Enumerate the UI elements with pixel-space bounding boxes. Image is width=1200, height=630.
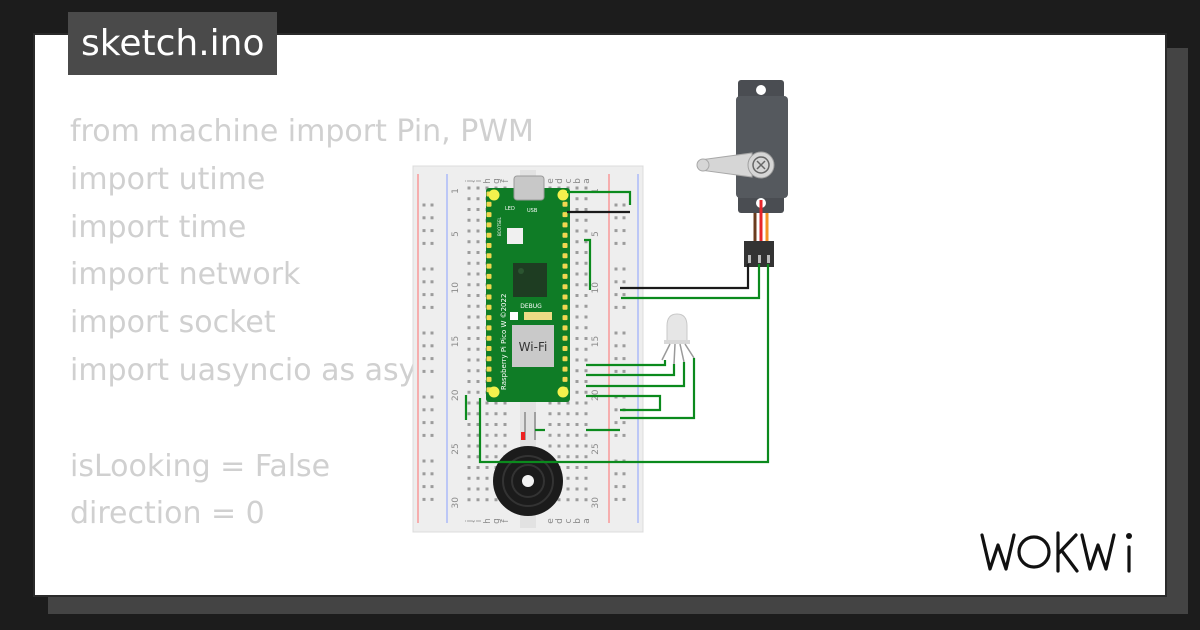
row-number-label: 5 <box>451 231 461 237</box>
code-line: import utime <box>70 161 266 197</box>
code-preview: from machine import Pin, PWM import utime… <box>70 108 534 595</box>
column-letter-label: i <box>474 520 484 523</box>
row-number-label: 20 <box>451 389 461 401</box>
wifi-module-label: Wi-Fi <box>519 340 548 354</box>
column-letter-label: d <box>555 178 565 184</box>
row-number-label: 1 <box>451 188 461 194</box>
column-letter-label: h <box>483 178 493 184</box>
column-letter-label: a <box>582 178 592 184</box>
rgb-led[interactable] <box>661 313 695 365</box>
bootsel-label: BOOTSEL <box>497 217 502 236</box>
column-letter-label: d <box>555 518 565 524</box>
column-letter-label: a <box>582 518 592 524</box>
buzzer[interactable] <box>493 412 563 516</box>
column-letter-label: h <box>483 518 493 524</box>
code-line: import socket <box>70 305 276 341</box>
column-letter-label: f <box>501 179 511 183</box>
row-number-label: 25 <box>451 443 461 454</box>
code-line: from machine import Pin, PWM <box>70 114 534 149</box>
led-label: LED <box>505 206 515 212</box>
code-line: import time <box>70 209 247 245</box>
column-letter-label: j <box>465 520 475 524</box>
row-number-label: 15 <box>451 336 461 347</box>
column-letter-label: g <box>492 518 502 524</box>
row-number-label: 10 <box>451 282 461 294</box>
row-number-label: 30 <box>591 497 601 509</box>
pico-w-board[interactable]: Wi-Fi DEBUG LED USB BOOTSEL Raspberry Pi… <box>486 175 570 402</box>
column-letter-label: c <box>564 178 574 183</box>
code-line: import uasyncio as asy <box>70 352 417 388</box>
file-title-tab[interactable]: sketch.ino <box>68 12 278 75</box>
code-line: isLooking = False <box>70 448 331 484</box>
row-number-label: 25 <box>591 443 601 454</box>
column-letter-label: b <box>573 518 583 524</box>
board-name: Raspberry Pi Pico W ©2022 <box>500 294 508 390</box>
code-line: redLedPWM=PWM(Pin(16)) <box>70 586 534 595</box>
debug-label: DEBUG <box>520 303 542 310</box>
wires <box>464 190 770 464</box>
column-letter-label: c <box>564 518 574 523</box>
code-line: import network <box>70 257 301 293</box>
usb-label: USB <box>527 208 538 214</box>
column-letter-label: e <box>546 518 556 524</box>
row-number-label: 5 <box>591 231 601 237</box>
code-line: direction = 0 <box>70 496 265 532</box>
column-letter-label: g <box>492 178 502 184</box>
wokwi-logo <box>980 531 1132 573</box>
servo-motor[interactable] <box>696 80 788 267</box>
row-number-label: 30 <box>451 497 461 509</box>
column-letter-label: i <box>474 180 484 183</box>
column-letter-label: f <box>501 519 511 523</box>
column-letter-label: j <box>465 180 475 184</box>
column-letter-label: e <box>546 178 556 184</box>
row-number-label: 15 <box>591 336 601 347</box>
row-number-label: 10 <box>591 282 601 294</box>
column-letter-label: b <box>573 178 583 184</box>
